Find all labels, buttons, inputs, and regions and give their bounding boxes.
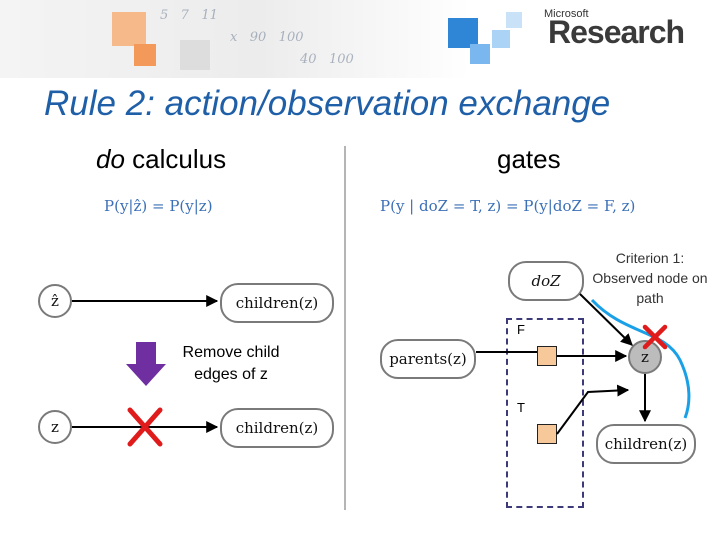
gate-false-label: F bbox=[517, 322, 525, 337]
left-formula: P(y|ẑ) = P(y|z) bbox=[104, 197, 213, 215]
right-heading: gates bbox=[497, 144, 561, 174]
right-cross-mark bbox=[642, 324, 668, 350]
right-formula: P(y | doZ = T, z) = P(y|doZ = F, z) bbox=[380, 197, 636, 215]
gate-true-label: T bbox=[517, 400, 525, 415]
right-children-node: children(z) bbox=[596, 424, 696, 464]
header-banner: 5 7 11 x 90 100 40 100 Microsoft Researc… bbox=[0, 0, 720, 78]
banner-square bbox=[448, 18, 478, 48]
bottom-children-node: children(z) bbox=[220, 408, 334, 448]
banner-square bbox=[112, 12, 146, 46]
gate-true-square bbox=[537, 424, 557, 444]
purple-down-arrow bbox=[126, 342, 166, 386]
parents-node: parents(z) bbox=[380, 339, 476, 379]
gate-false-square bbox=[537, 346, 557, 366]
left-cross-mark bbox=[127, 407, 163, 447]
edge-gate-t-children bbox=[556, 384, 630, 435]
microsoft-logo-text: Microsoft bbox=[544, 8, 589, 20]
left-heading-italic: do bbox=[96, 144, 125, 174]
slide-title: Rule 2: action/observation exchange bbox=[44, 84, 611, 123]
left-heading-rest: calculus bbox=[124, 144, 227, 174]
banner-square bbox=[492, 30, 510, 48]
banner-square bbox=[180, 40, 210, 70]
blue-path-curve bbox=[590, 298, 691, 419]
z-hat-node: ẑ bbox=[38, 284, 72, 318]
operation-note: Remove child edges of z bbox=[182, 344, 280, 383]
column-divider bbox=[344, 146, 346, 510]
top-children-node: children(z) bbox=[220, 283, 334, 323]
z-node: z bbox=[38, 410, 72, 444]
banner-square bbox=[506, 12, 522, 28]
research-logo-text: Research bbox=[548, 14, 685, 50]
banner-square bbox=[470, 44, 490, 64]
banner-photo: 5 7 11 x 90 100 40 100 bbox=[0, 0, 470, 78]
doz-node: doZ bbox=[508, 261, 584, 301]
criterion-note: Criterion 1: Observed node on path bbox=[592, 250, 708, 306]
edge-doz-z bbox=[579, 293, 633, 346]
left-heading: do calculus bbox=[96, 144, 226, 175]
banner-square bbox=[134, 44, 156, 66]
gate-dashed-box bbox=[506, 318, 584, 508]
